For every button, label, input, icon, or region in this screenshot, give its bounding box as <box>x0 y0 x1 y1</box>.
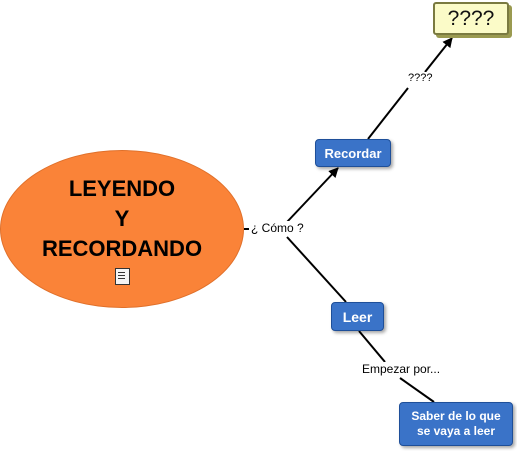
main-concept-oval[interactable]: LEYENDO Y RECORDANDO <box>0 150 244 308</box>
main-concept-line-1: LEYENDO <box>68 175 176 201</box>
concept-saber-line-2: se vaya a leer <box>416 424 496 438</box>
document-icon[interactable] <box>114 267 130 285</box>
line-recordar-to-q <box>367 87 409 140</box>
concept-unknown[interactable]: ???? <box>433 2 509 35</box>
concept-saber[interactable]: Saber de lo que se vaya a leer <box>399 402 513 446</box>
line-empezar-to-saber <box>399 377 435 403</box>
line-q-to-unknown <box>424 37 453 73</box>
main-concept-line-3: RECORDANDO <box>41 235 203 261</box>
line-como-to-recordar <box>286 167 339 223</box>
line-leer-to-empezar <box>358 330 386 363</box>
main-concept-line-2: Y <box>114 205 130 231</box>
link-label-unknown: ???? <box>406 72 435 84</box>
concept-saber-line-1: Saber de lo que <box>411 409 501 423</box>
line-como-to-leer <box>286 236 347 303</box>
link-label-empezar: Empezar por... <box>360 362 443 376</box>
concept-recordar[interactable]: Recordar <box>315 139 391 167</box>
link-label-como: ¿ Cómo ? <box>249 221 306 235</box>
concept-leer[interactable]: Leer <box>331 302 384 331</box>
